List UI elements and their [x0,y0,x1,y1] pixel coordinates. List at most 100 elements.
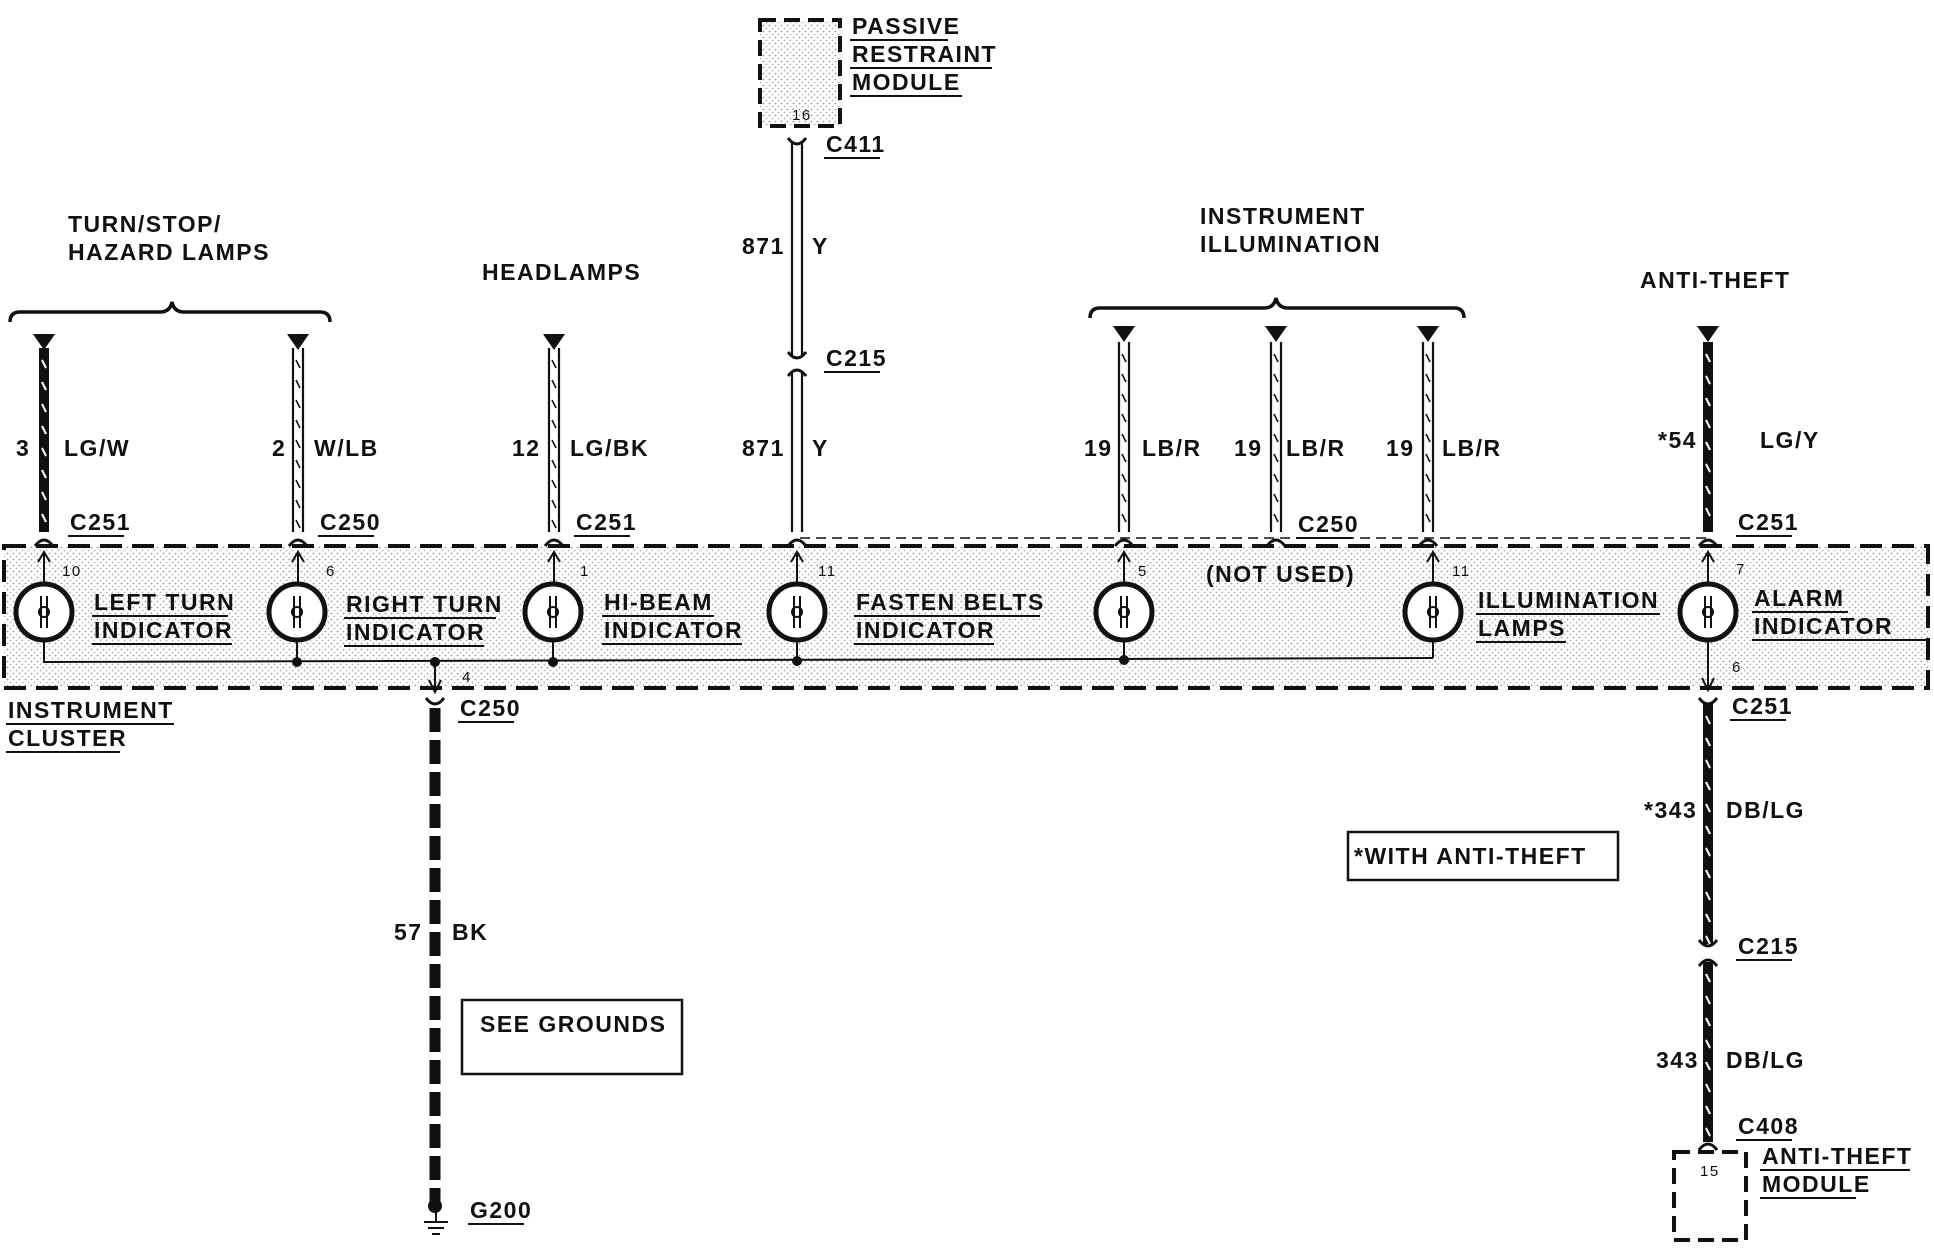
lamp-bulb-icon-left_turn [13,581,75,643]
w10-color: DB/LG [1726,1047,1805,1073]
w9-circuit: *343 [1644,797,1697,823]
w8-circuit: *54 [1658,427,1697,453]
ground-drop-arrow [428,679,442,695]
alarm-label-2: INDICATOR [1754,613,1893,639]
hi-beam-label-1: HI-BEAM [604,589,713,615]
turn-stop-label-1: TURN/STOP/ [68,211,222,237]
lamp-bulb-icon-illumination [1402,581,1464,643]
right-turn-label-1: RIGHT TURN [346,591,503,617]
w1-wire [39,348,49,532]
see-grounds-note[interactable]: SEE GROUNDS [460,998,684,1076]
headlamps-label: HEADLAMPS [482,259,641,285]
lamp-bulb-icon-fasten_belts [766,581,828,643]
w6-wire [1269,342,1283,532]
w10-circuit: 343 [1656,1047,1699,1073]
w7-wire [1421,342,1435,532]
lamp-bulb-icon-alarm [1677,581,1739,643]
w2-circuit: 2 [272,435,286,461]
w10-wire [1703,962,1713,1142]
w4-lower-wire [790,372,804,532]
w11-circuit: 57 [394,919,423,945]
w8-connector: C251 [1738,509,1799,535]
w3-color: LG/BK [570,435,649,461]
instrument-cluster-label: INSTRUMENT CLUSTER [6,697,174,753]
left-turn-label-2: INDICATOR [94,617,233,643]
anti-theft-module: 15 ANTI-THEFT MODULE [1672,1143,1912,1242]
illumination-label-2: LAMPS [1478,615,1566,641]
w7-source-icon [1417,326,1439,342]
cluster-label-2: CLUSTER [8,725,127,751]
ground-symbol-icon [424,1206,448,1235]
w4-upper-wire [790,142,804,356]
w1-source-icon [33,334,55,350]
pin-numbers: 10 6 1 11 5 11 7 6 4 [62,561,1744,686]
lamp-bulb-icon-not_used [1093,581,1155,643]
cluster-entry-connector-6 [1417,538,1439,547]
with-anti-theft-text: *WITH ANTI-THEFT [1354,843,1587,869]
cluster-label-1: INSTRUMENT [8,697,174,723]
w7-pin: 11 [1452,563,1471,580]
cluster-entry-connector-1 [287,538,309,547]
w3-connector: C251 [576,509,637,535]
w3-pin: 1 [580,563,590,580]
lamp-bulb-icon-hi_beam [522,581,584,643]
w2-connector: C250 [320,509,381,535]
w2-pin: 6 [326,563,336,580]
fasten-belts-label-2: INDICATOR [856,617,995,643]
w8-source-icon [1697,326,1719,342]
w11-pin: 4 [462,669,472,686]
w10-connector: C215 [1738,933,1799,959]
w9-color: DB/LG [1726,797,1805,823]
w4-lower-connector: C215 [826,345,887,371]
anti-theft-module-label-1: ANTI-THEFT [1762,1143,1912,1169]
w10-connector-mark-top [1697,939,1719,948]
w3-source-icon [543,334,565,350]
w11-connector: C250 [460,695,521,721]
w3-circuit: 12 [512,435,541,461]
w4-lower-color: Y [812,435,829,461]
passive-restraint-module: 16 PASSIVE RESTRAINT MODULE [758,13,997,128]
w7-color: LB/R [1442,435,1502,461]
w5-pin: 5 [1138,563,1148,580]
w2-color: W/LB [314,435,379,461]
alarm-output-arrow [1701,677,1715,693]
illumination-label-1: ILLUMINATION [1478,587,1659,613]
fasten-belts-label-1: FASTEN BELTS [856,589,1045,615]
with-anti-theft-note: *WITH ANTI-THEFT [1346,830,1620,882]
w7-circuit: 19 [1386,435,1415,461]
w5-source-icon [1113,326,1135,342]
w9-wire [1703,704,1713,945]
hi-beam-label-2: INDICATOR [604,617,743,643]
anti-theft-module-label-2: MODULE [1762,1171,1871,1197]
w4-upper-circuit: 871 [742,233,785,259]
w8-wire [1703,342,1713,532]
w4-mid-connector-mark-bot [786,368,808,377]
w5-circuit: 19 [1084,435,1113,461]
left-turn-label-1: LEFT TURN [94,589,235,615]
lamp-bulb-icon-right_turn [266,581,328,643]
passive-restraint-label-3: MODULE [852,69,961,95]
w1-circuit: 3 [16,435,30,461]
w2-source-icon [287,334,309,350]
passive-restraint-label-1: PASSIVE [852,13,961,39]
not-used-label: (NOT USED) [1206,561,1355,587]
w8-color: LG/Y [1760,427,1820,453]
w9-connector: C251 [1732,693,1793,719]
w4-pin: 11 [818,563,837,580]
cluster-entry-connector-5 [1265,538,1287,547]
passive-restraint-label-2: RESTRAINT [852,41,997,67]
illumination-group-label-1: INSTRUMENT [1200,203,1366,229]
w4-upper-connector: C411 [826,131,886,157]
wire-labels: 3 LG/W 2 W/LB 12 LG/BK 871 Y 871 Y 19 LB… [16,233,1820,1073]
w6-circuit: 19 [1234,435,1263,461]
ground-connector: G200 [470,1197,532,1223]
w1-pin: 10 [62,563,82,580]
w9-pin: 6 [1732,659,1742,676]
cluster-entry-connector-7 [1697,538,1719,547]
w6-connector: C250 [1298,511,1359,537]
turn-stop-label-2: HAZARD LAMPS [68,239,270,265]
anti-theft-module-connector: C408 [1738,1113,1799,1139]
w4-lower-circuit: 871 [742,435,785,461]
w1-color: LG/W [64,435,130,461]
